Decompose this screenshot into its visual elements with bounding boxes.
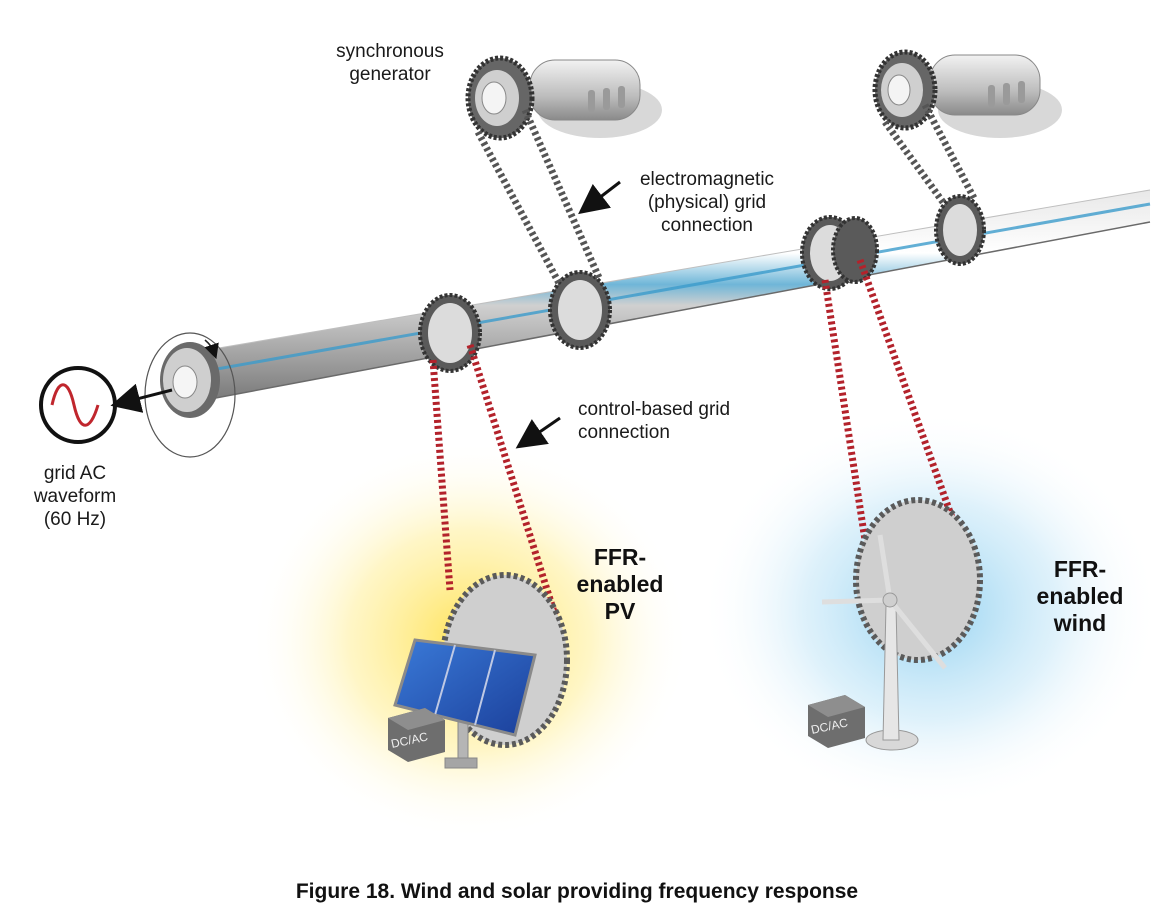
wind-turbine xyxy=(821,534,947,751)
wind-inverter: DC/AC xyxy=(808,695,865,748)
shaft-gear-wind-2 xyxy=(831,216,879,284)
shaft-end-gear xyxy=(144,332,236,458)
waveform-arrow xyxy=(110,383,173,413)
ac-waveform-icon xyxy=(39,366,117,444)
shaft-gear-pv xyxy=(418,293,482,373)
shaft-gear-generator-2 xyxy=(934,194,986,266)
shaft-gear-generator-1 xyxy=(548,270,612,350)
electromagnetic-connection-label: electromagnetic (physical) grid connecti… xyxy=(639,169,775,236)
synchronous-generator-label: synchronous generator xyxy=(336,41,444,85)
electromagnetic-arrow xyxy=(578,180,621,215)
ffr-pv-label: FFR- enabled PV xyxy=(576,544,664,624)
synchronous-generator-2 xyxy=(872,49,1062,138)
figure-caption: Figure 18. Wind and solar providing freq… xyxy=(295,880,859,903)
pv-inverter: DC/AC xyxy=(388,708,445,762)
grid-ac-waveform-label: grid AC waveform (60 Hz) xyxy=(33,463,117,530)
control-belts xyxy=(429,258,964,617)
control-arrow xyxy=(515,416,561,449)
physical-belts xyxy=(474,103,979,287)
ffr-wind-label: FFR- enabled wind xyxy=(1036,556,1124,636)
synchronous-generator-1 xyxy=(465,55,662,141)
control-connection-label: control-based grid connection xyxy=(578,399,731,443)
